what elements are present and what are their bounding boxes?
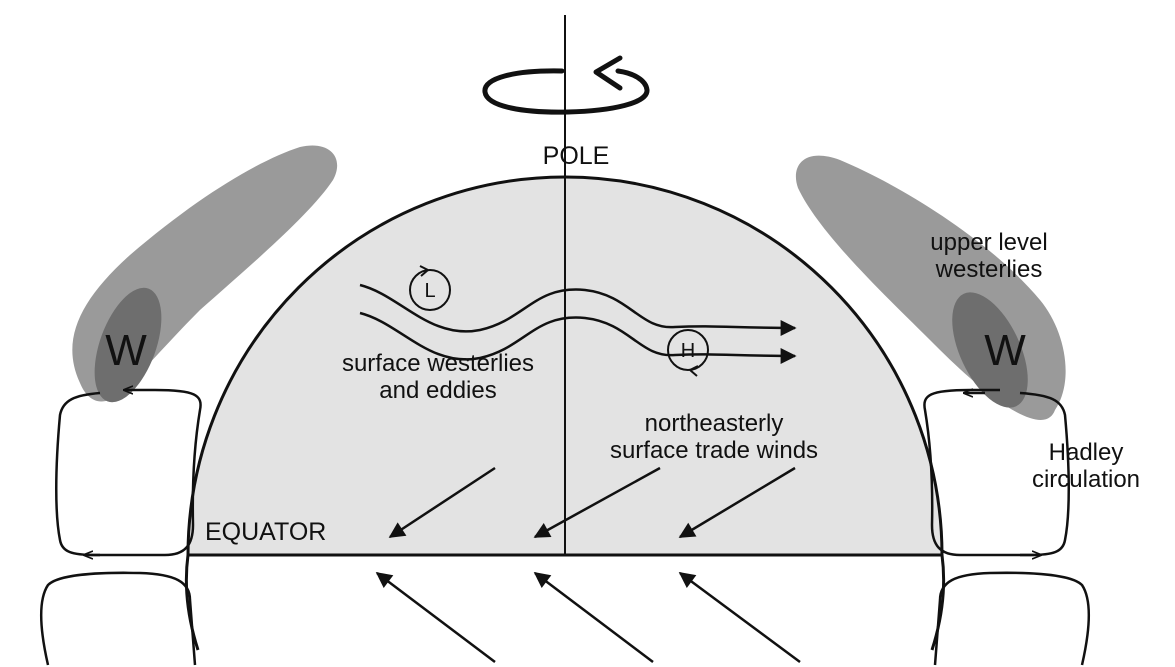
hadley-cell-right xyxy=(923,390,1090,666)
trade-wind-arrow xyxy=(388,466,496,539)
high-pressure-eddy: H xyxy=(667,329,709,377)
hadley-label-line2: circulation xyxy=(1032,466,1140,493)
jet-stream-left xyxy=(72,145,338,403)
trade-wind-arrow xyxy=(533,466,661,539)
jet-right-label: W xyxy=(984,326,1026,375)
surface-westerlies-label-line2: and eddies xyxy=(379,377,496,404)
low-label: L xyxy=(424,280,435,302)
surface-westerlies-label-line1: surface westerlies xyxy=(342,350,534,377)
southern-arrow xyxy=(533,572,654,663)
southern-arrow xyxy=(678,571,801,664)
rotation-arrow-icon xyxy=(482,55,650,115)
jet-stream-right xyxy=(795,155,1066,421)
low-pressure-eddy: L xyxy=(409,265,451,311)
trade-winds-label-line1: northeasterly xyxy=(645,410,784,437)
jet-left-label: W xyxy=(105,326,147,375)
southern-trade-wind-arrows xyxy=(375,571,801,664)
upper-westerlies-label-line1: upper level xyxy=(930,229,1047,256)
hadley-cell-left xyxy=(40,390,202,666)
hadley-label-line1: Hadley xyxy=(1049,439,1124,466)
trade-winds-label-line2: surface trade winds xyxy=(610,437,818,464)
upper-westerlies-label-line2: westerlies xyxy=(935,256,1043,283)
trade-wind-arrows xyxy=(388,466,796,539)
southern-arrow xyxy=(375,572,496,663)
pole-label: POLE xyxy=(543,142,610,170)
lower-hemisphere-edge-right xyxy=(930,554,946,651)
trade-wind-arrow xyxy=(678,466,796,539)
lower-hemisphere-edge-left xyxy=(184,554,200,651)
surface-westerlies-wave xyxy=(359,283,797,364)
equator-label: EQUATOR xyxy=(205,518,326,546)
high-label: H xyxy=(681,340,695,362)
